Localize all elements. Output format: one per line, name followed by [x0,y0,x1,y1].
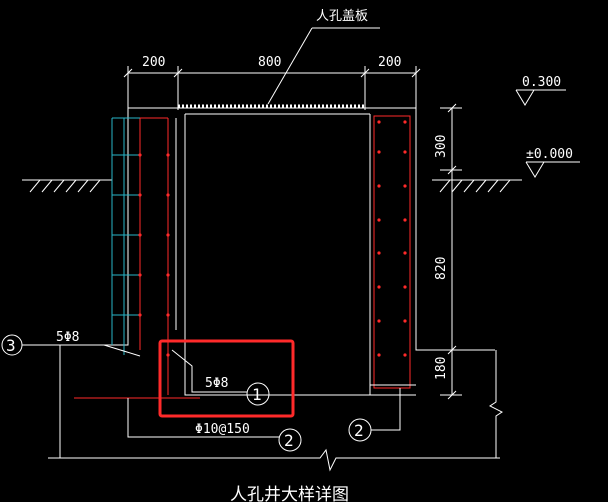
right-rebar-dots [377,120,407,357]
ground-hatch-left [22,179,112,193]
dim-side-top: 300 [434,135,449,158]
dim-top-mid: 800 [258,55,281,70]
level-marker-top [515,89,566,106]
left-wall-rebar [74,117,200,399]
dim-top-right: 200 [378,55,401,70]
callout-2-left [127,398,302,452]
callout-2-right-mark: 2 [354,421,364,440]
dim-top-left: 200 [142,55,165,70]
callout-1 [171,349,270,406]
level-top-value: 0.300 [522,75,561,90]
ground-hatch-right [432,179,522,193]
right-wall-rebar [370,115,416,389]
right-dimension-chain [440,103,462,400]
callout-3-text: 5Φ8 [56,330,79,345]
callout-2-text: Φ10@150 [195,422,250,437]
highlight-box [158,339,295,418]
left-cyan-ties [111,117,140,355]
callout-1-text: 5Φ8 [205,376,228,391]
callout-2-right [348,388,401,442]
level-ground-value: ±0.000 [526,147,573,162]
callout-2-left-mark: 2 [284,431,294,450]
callout-1-mark: 1 [252,385,262,404]
callout-3-mark: 3 [6,336,16,355]
top-dimension-chain [123,66,421,110]
cover-leader [267,27,313,105]
drawing-title: 人孔井大样详图 [230,485,349,502]
level-marker-ground [525,161,580,178]
left-rebar-dots [138,153,170,357]
cover-label: 人孔盖板 [316,9,368,24]
dim-side-bottom: 180 [434,357,449,380]
callout-3 [1,334,141,357]
dim-side-mid: 820 [434,257,449,280]
